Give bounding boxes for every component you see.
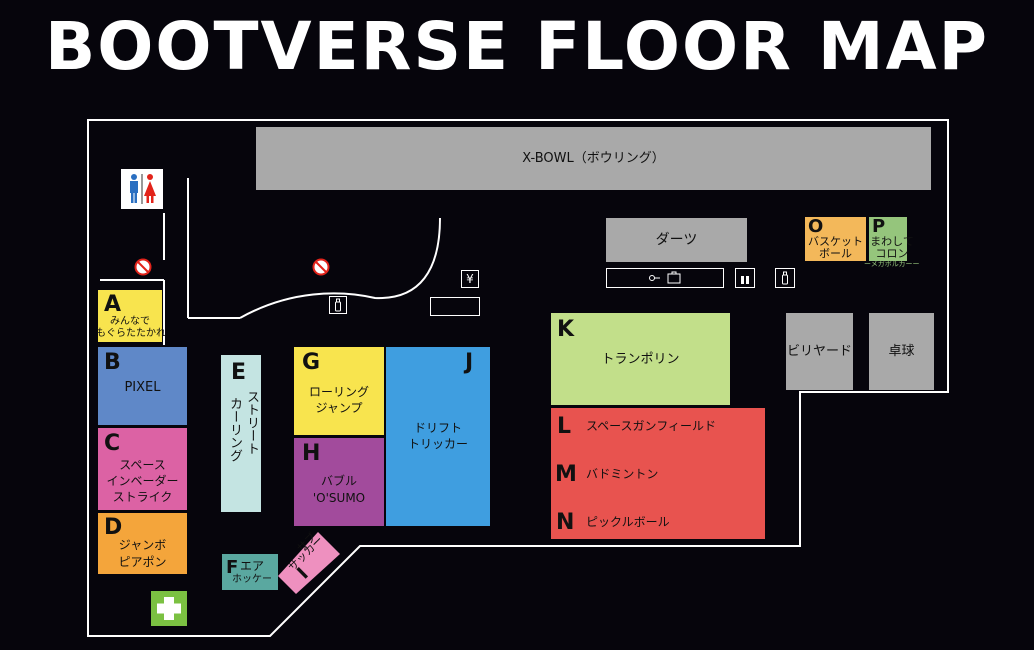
zone-m-letter: M <box>555 462 577 487</box>
page-title: BOOTVERSE FLOOR MAP <box>44 8 990 85</box>
zone-b-name: PIXEL <box>124 380 161 395</box>
darts-label: ダーツ <box>655 231 698 248</box>
zone-o-name: バスケット <box>808 235 863 248</box>
zone-o-name: ボール <box>819 247 852 260</box>
zone-g[interactable] <box>294 347 384 435</box>
darts-counter <box>606 268 724 288</box>
zone-h-letter: H <box>302 441 321 466</box>
zone-c-name: スペース <box>119 458 166 472</box>
zone-p-name: コロン <box>875 247 909 260</box>
zone-d-name: ピアポン <box>118 555 167 569</box>
zone-j-name: ドリフト <box>413 421 462 435</box>
zone-g-name: ジャンプ <box>315 401 363 415</box>
zone-n-name: ピックルボール <box>586 515 670 529</box>
no-smoking-icon <box>134 258 152 276</box>
atm-box: ¥ <box>461 270 479 288</box>
restroom-icon <box>130 174 156 204</box>
water-station <box>735 268 755 288</box>
zone-c[interactable] <box>98 428 187 510</box>
zone-h-name: バブル <box>320 474 357 488</box>
zone-f-name: ホッケー <box>232 574 272 585</box>
zone-f-name: エア <box>240 559 265 573</box>
zone-l-letter: L <box>557 414 572 439</box>
zone-o[interactable] <box>805 217 866 261</box>
zone-f[interactable] <box>222 554 278 590</box>
zone-i[interactable] <box>274 528 344 598</box>
zone-d-name: ジャンボ <box>118 538 167 552</box>
xbowl-label: X-BOWL（ボウリング） <box>522 151 665 166</box>
darts-area[interactable]: ダーツ <box>606 218 747 262</box>
zone-e-name: ストリート <box>244 390 259 455</box>
zone-e[interactable] <box>221 355 261 512</box>
zone-b[interactable] <box>98 347 187 425</box>
zone-g-name: ローリング <box>308 385 369 399</box>
bottle-icon <box>782 271 788 285</box>
zone-n-letter: N <box>556 510 575 535</box>
zone-k-letter: K <box>557 317 575 342</box>
zone-a[interactable] <box>98 290 162 342</box>
counter-box <box>430 297 480 316</box>
zone-h-name: 'O'SUMO <box>312 491 366 505</box>
zone-p-subtitle: ーメガボルカーー <box>864 260 920 268</box>
zone-k[interactable] <box>551 313 730 405</box>
xbowl-area[interactable]: X-BOWL（ボウリング） <box>256 127 931 190</box>
water-bottle-icon <box>741 276 749 284</box>
zone-g-letter: G <box>302 350 321 375</box>
zone-lmn[interactable] <box>551 408 765 539</box>
table-tennis-area[interactable]: 卓球 <box>869 313 934 390</box>
zone-a-letter: A <box>104 292 122 317</box>
zone-h[interactable] <box>294 438 384 526</box>
billiards-area[interactable]: ビリヤード <box>786 313 853 390</box>
zone-m-name: バドミントン <box>586 467 659 481</box>
zone-k-name: トランポリン <box>601 352 680 367</box>
vending-box-left <box>329 296 347 314</box>
zone-f-letter: F <box>226 557 239 578</box>
zone-j[interactable] <box>386 347 490 526</box>
bottle-icon <box>335 298 341 312</box>
zone-j-name: トリッカー <box>407 437 468 451</box>
zone-d[interactable] <box>98 513 187 574</box>
table-tennis-label: 卓球 <box>888 344 915 359</box>
zone-a-name: もぐらたたかれ <box>96 328 166 339</box>
zone-l-name: スペースガンフィールド <box>586 419 716 433</box>
zone-p-name: まわして <box>870 235 914 248</box>
zone-j-letter: J <box>465 350 474 375</box>
zone-c-name: ストライク <box>112 490 173 504</box>
zone-d-letter: D <box>104 515 123 540</box>
zone-p-letter: P <box>872 216 886 237</box>
vending-box-right <box>775 268 795 288</box>
first-aid-icon <box>157 597 181 620</box>
yen-icon: ¥ <box>466 272 474 286</box>
zone-e-name: カーリング <box>227 397 242 462</box>
zone-c-name: インベーダー <box>106 474 179 488</box>
zone-a-name: みんなで <box>110 316 150 327</box>
zone-o-letter: O <box>808 216 824 237</box>
no-smoking-icon <box>312 258 330 276</box>
billiards-label: ビリヤード <box>786 344 852 359</box>
locker-icon <box>649 271 681 284</box>
zone-b-letter: B <box>104 350 121 375</box>
zone-p[interactable] <box>869 217 907 261</box>
zone-c-letter: C <box>104 431 121 456</box>
zone-e-letter: E <box>231 360 247 385</box>
